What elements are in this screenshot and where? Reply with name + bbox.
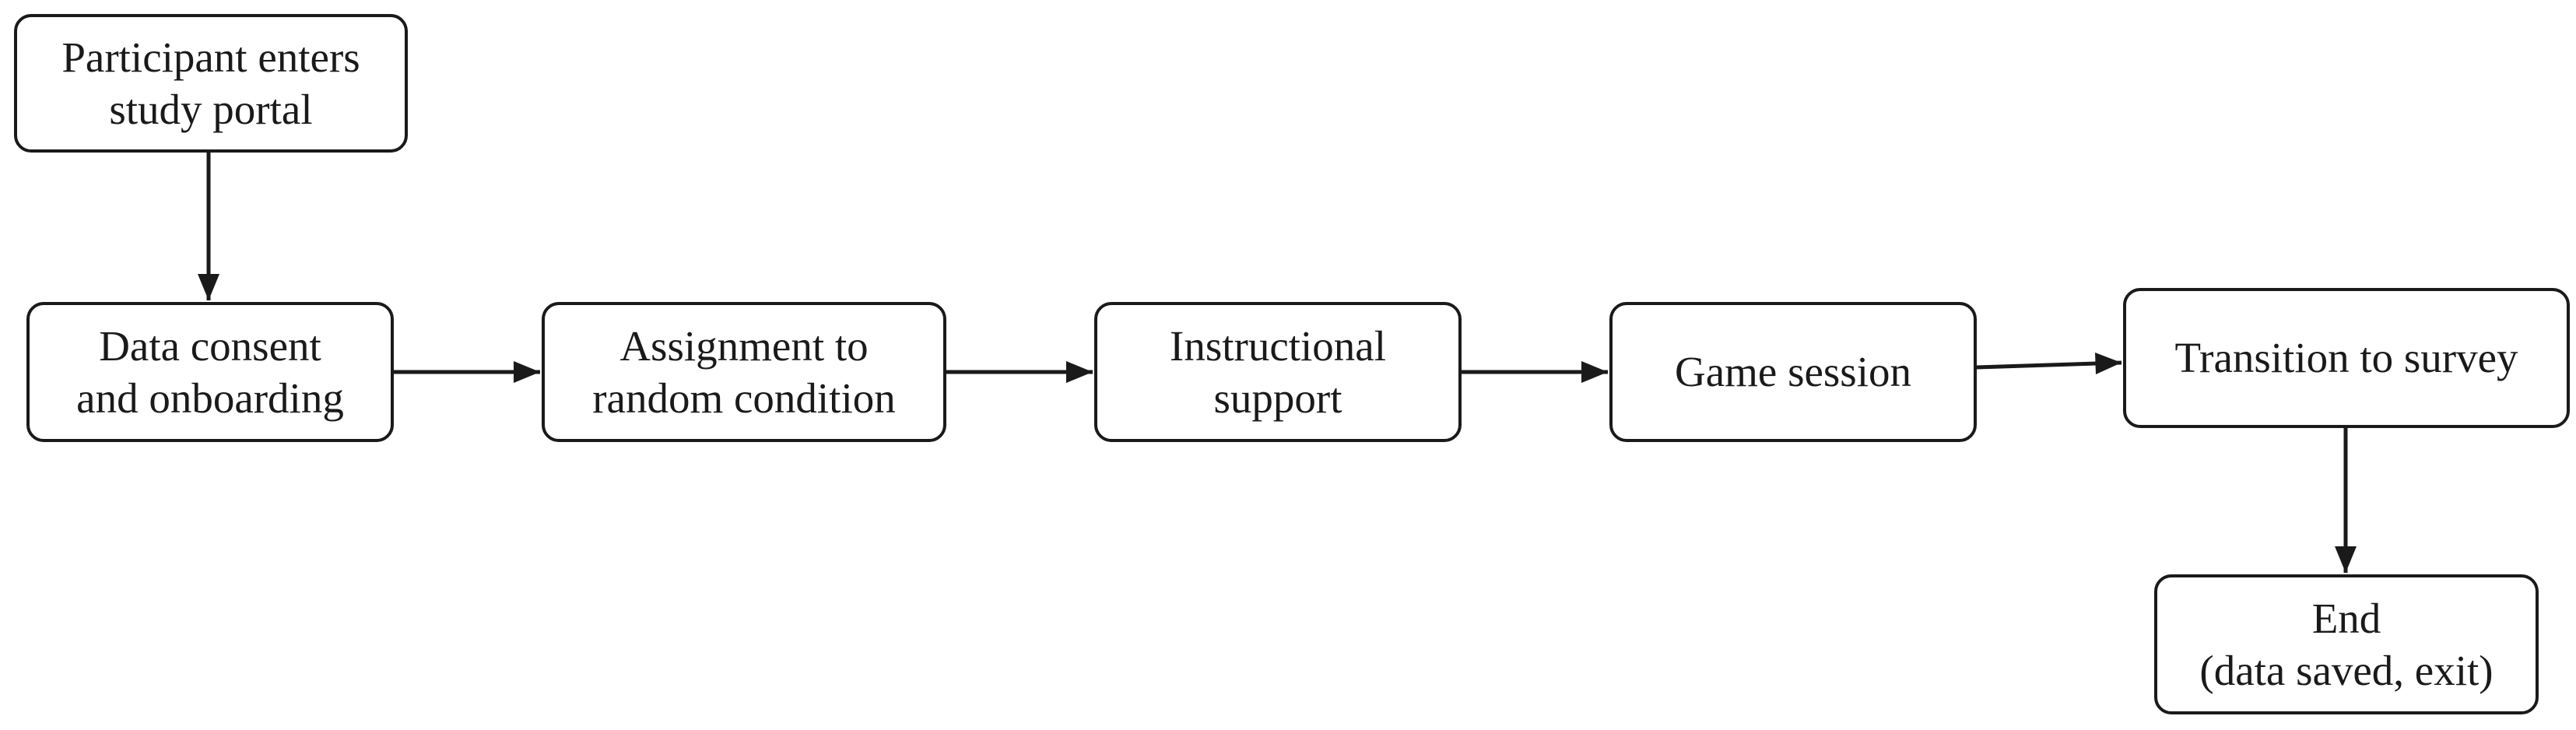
arrowhead-survey-to-end: [2335, 546, 2357, 573]
node-game-session: Game session: [1609, 302, 1977, 442]
arrowhead-assign-to-instr: [1066, 361, 1093, 383]
node-label: Data consent and onboarding: [76, 321, 344, 422]
arrowhead-instr-to-game: [1581, 361, 1608, 383]
arrowhead-consent-to-assign: [514, 361, 540, 383]
node-label: Transition to survey: [2174, 334, 2518, 382]
node-label: Participant enters study portal: [61, 33, 360, 133]
node-label: Assignment to random condition: [592, 321, 896, 422]
arrowhead-start-to-consent: [198, 274, 219, 300]
node-label: Instructional support: [1170, 321, 1386, 422]
edge-game-to-survey: [1976, 360, 2122, 370]
node-instructional-support: Instructional support: [1094, 302, 1462, 442]
node-label: Game session: [1675, 348, 1911, 396]
node-transition-to-survey: Transition to survey: [2123, 288, 2570, 428]
node-data-consent-onboarding: Data consent and onboarding: [26, 302, 394, 442]
node-assignment-random-condition: Assignment to random condition: [542, 302, 946, 442]
node-participant-enters-portal: Participant enters study portal: [14, 14, 408, 153]
node-label: End (data saved, exit): [2199, 594, 2494, 694]
node-end: End (data saved, exit): [2154, 574, 2539, 714]
arrowhead-game-to-survey: [2095, 353, 2122, 374]
